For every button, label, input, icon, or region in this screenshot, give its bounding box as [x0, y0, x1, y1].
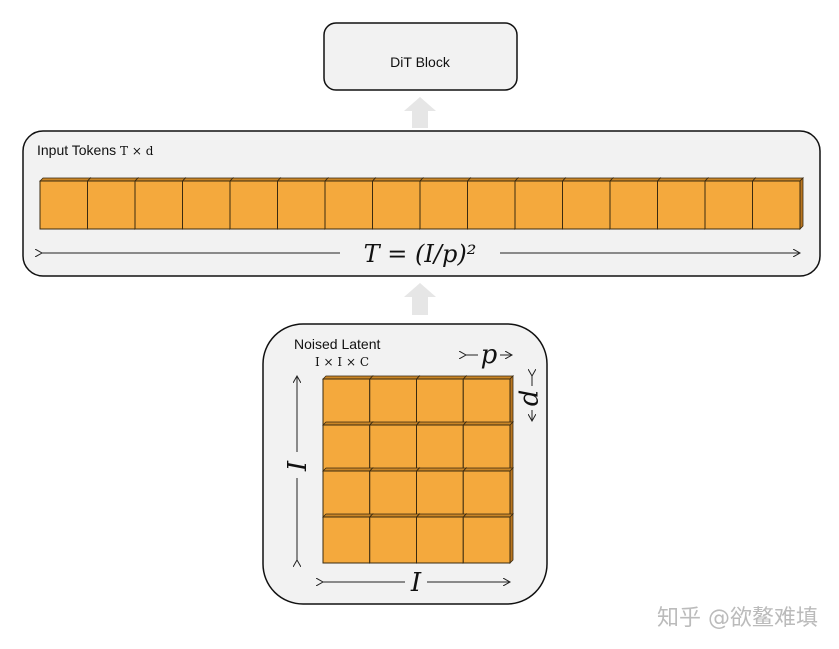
tokens-formula: T = (I/p)² — [364, 240, 477, 268]
token — [134, 180, 183, 230]
latent-patch — [462, 424, 511, 472]
watermark: 知乎 @欲鳌难填 — [657, 606, 818, 631]
input-tokens-panel: Input Tokens T × d T = (I/p)² — [22, 130, 821, 277]
patch-height-label: p — [517, 390, 547, 407]
latent-patch — [322, 424, 371, 472]
latent-patch — [416, 516, 464, 564]
latent-patch — [462, 378, 511, 426]
token — [229, 180, 278, 230]
token-row — [39, 177, 804, 230]
token — [324, 180, 373, 230]
latent-side-label: I — [283, 460, 313, 472]
latent-patch — [369, 424, 417, 472]
latent-patch — [416, 424, 464, 472]
noised-latent-title: Noised Latent — [294, 336, 381, 352]
latent-grid — [322, 375, 514, 564]
latent-patch — [462, 516, 511, 564]
latent-patch — [322, 516, 371, 564]
latent-patch — [322, 470, 371, 518]
token — [704, 180, 753, 230]
token — [752, 180, 801, 230]
dit-block-label: DiT Block — [390, 54, 451, 70]
noised-latent-panel: Noised Latent I × I × C I I p p — [262, 323, 548, 605]
token — [467, 180, 516, 230]
token — [419, 180, 468, 230]
noised-latent-shape: I × I × C — [315, 355, 369, 369]
latent-bottom-label: I — [410, 568, 422, 598]
token — [182, 180, 231, 230]
latent-patch — [369, 470, 417, 518]
dit-block: DiT Block — [323, 22, 518, 91]
latent-patch — [322, 378, 371, 426]
latent-patch — [462, 470, 511, 518]
token — [657, 180, 706, 230]
latent-patch — [369, 378, 417, 426]
token — [87, 180, 136, 230]
token — [609, 180, 658, 230]
patch-width-label: p — [481, 340, 498, 370]
token — [514, 180, 563, 230]
up-arrow-icon — [404, 97, 436, 128]
token — [39, 180, 88, 230]
up-arrow-icon — [404, 283, 436, 315]
latent-patch — [416, 470, 464, 518]
token — [372, 180, 421, 230]
input-tokens-title: Input Tokens T × d — [37, 142, 154, 158]
latent-patch — [369, 516, 417, 564]
latent-patch — [416, 378, 464, 426]
token — [562, 180, 611, 230]
token — [277, 180, 326, 230]
